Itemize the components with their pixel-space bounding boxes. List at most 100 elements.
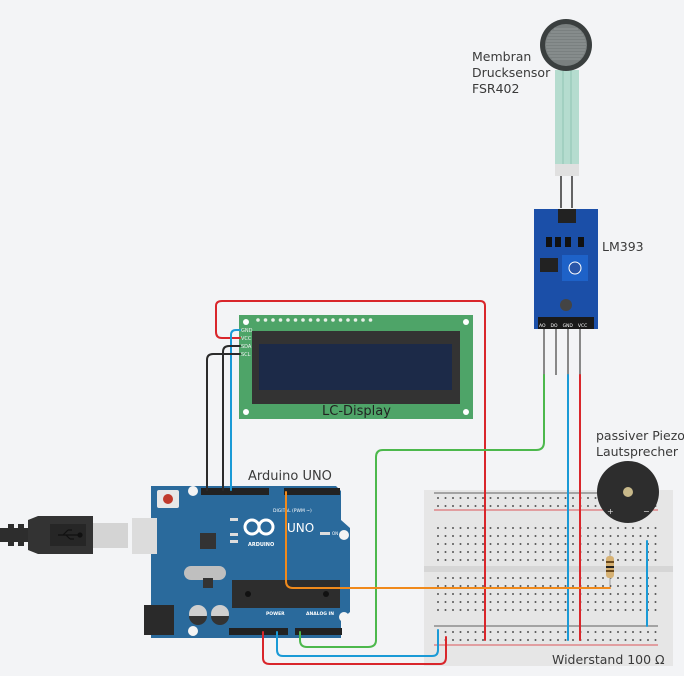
breadboard-hole[interactable]	[452, 497, 454, 499]
breadboard-hole[interactable]	[512, 585, 514, 587]
breadboard-hole[interactable]	[639, 551, 642, 553]
breadboard-hole[interactable]	[467, 609, 469, 611]
breadboard-hole[interactable]	[459, 497, 462, 499]
breadboard-hole[interactable]	[594, 577, 597, 579]
breadboard-hole[interactable]	[632, 551, 634, 553]
breadboard-hole[interactable]	[482, 551, 484, 553]
breadboard-hole[interactable]	[474, 577, 477, 579]
lm393-module[interactable]	[534, 209, 598, 329]
breadboard-hole[interactable]	[542, 527, 544, 529]
breadboard-hole[interactable]	[602, 535, 604, 537]
breadboard-hole[interactable]	[467, 535, 469, 537]
breadboard-hole[interactable]	[587, 593, 589, 595]
breadboard-hole[interactable]	[534, 505, 537, 507]
breadboard-hole[interactable]	[512, 577, 514, 579]
breadboard-hole[interactable]	[482, 593, 484, 595]
breadboard-hole[interactable]	[452, 609, 454, 611]
breadboard-hole[interactable]	[624, 585, 627, 587]
breadboard-hole[interactable]	[519, 601, 522, 603]
breadboard-hole[interactable]	[624, 559, 627, 561]
breadboard-hole[interactable]	[624, 593, 627, 595]
breadboard-hole[interactable]	[512, 551, 514, 553]
breadboard-hole[interactable]	[542, 543, 544, 545]
breadboard-hole[interactable]	[594, 585, 597, 587]
breadboard-hole[interactable]	[617, 593, 619, 595]
breadboard-hole[interactable]	[639, 559, 642, 561]
breadboard-hole[interactable]	[542, 505, 544, 507]
breadboard-hole[interactable]	[519, 585, 522, 587]
breadboard-hole[interactable]	[504, 639, 507, 641]
breadboard-hole[interactable]	[452, 535, 454, 537]
breadboard-hole[interactable]	[572, 559, 574, 561]
breadboard-hole[interactable]	[474, 585, 477, 587]
breadboard-hole[interactable]	[564, 577, 567, 579]
breadboard-hole[interactable]	[609, 535, 612, 537]
breadboard-hole[interactable]	[527, 593, 529, 595]
breadboard-hole[interactable]	[602, 585, 604, 587]
breadboard-hole[interactable]	[444, 551, 447, 553]
breadboard-hole[interactable]	[534, 543, 537, 545]
breadboard-hole[interactable]	[504, 577, 507, 579]
breadboard-hole[interactable]	[489, 609, 492, 611]
breadboard-hole[interactable]	[459, 535, 462, 537]
breadboard-hole[interactable]	[557, 527, 559, 529]
breadboard-hole[interactable]	[624, 527, 627, 529]
breadboard-hole[interactable]	[512, 497, 514, 499]
breadboard-hole[interactable]	[602, 593, 604, 595]
breadboard-hole[interactable]	[482, 585, 484, 587]
breadboard-hole[interactable]	[437, 593, 439, 595]
breadboard-hole[interactable]	[632, 543, 634, 545]
breadboard-hole[interactable]	[632, 593, 634, 595]
breadboard-hole[interactable]	[632, 639, 634, 641]
breadboard-hole[interactable]	[534, 535, 537, 537]
breadboard-hole[interactable]	[617, 601, 619, 603]
breadboard-hole[interactable]	[437, 585, 439, 587]
breadboard-hole[interactable]	[632, 559, 634, 561]
breadboard-hole[interactable]	[437, 577, 439, 579]
breadboard-hole[interactable]	[564, 527, 567, 529]
breadboard-hole[interactable]	[557, 593, 559, 595]
breadboard-hole[interactable]	[527, 505, 529, 507]
breadboard-hole[interactable]	[564, 497, 567, 499]
breadboard-hole[interactable]	[549, 543, 552, 545]
breadboard-hole[interactable]	[572, 601, 574, 603]
breadboard-hole[interactable]	[534, 639, 537, 641]
breadboard-hole[interactable]	[504, 505, 507, 507]
breadboard-hole[interactable]	[519, 505, 522, 507]
breadboard-hole[interactable]	[572, 535, 574, 537]
breadboard-hole[interactable]	[504, 601, 507, 603]
breadboard-hole[interactable]	[452, 505, 454, 507]
breadboard-hole[interactable]	[489, 505, 492, 507]
breadboard-hole[interactable]	[617, 551, 619, 553]
breadboard-hole[interactable]	[519, 639, 522, 641]
breadboard-hole[interactable]	[587, 585, 589, 587]
breadboard-hole[interactable]	[654, 527, 657, 529]
breadboard-hole[interactable]	[474, 609, 477, 611]
breadboard-hole[interactable]	[527, 577, 529, 579]
breadboard-hole[interactable]	[512, 631, 514, 633]
breadboard-hole[interactable]	[564, 585, 567, 587]
breadboard-hole[interactable]	[602, 551, 604, 553]
breadboard-hole[interactable]	[654, 609, 657, 611]
breadboard-hole[interactable]	[444, 559, 447, 561]
breadboard-hole[interactable]	[587, 535, 589, 537]
breadboard-hole[interactable]	[549, 577, 552, 579]
breadboard-hole[interactable]	[549, 505, 552, 507]
breadboard-hole[interactable]	[459, 601, 462, 603]
breadboard-hole[interactable]	[504, 585, 507, 587]
breadboard-hole[interactable]	[497, 593, 499, 595]
breadboard-hole[interactable]	[519, 577, 522, 579]
breadboard-hole[interactable]	[534, 585, 537, 587]
breadboard-hole[interactable]	[512, 593, 514, 595]
breadboard-hole[interactable]	[519, 543, 522, 545]
breadboard-hole[interactable]	[617, 527, 619, 529]
breadboard-hole[interactable]	[467, 631, 469, 633]
digital-header-left[interactable]	[201, 488, 269, 495]
breadboard-hole[interactable]	[594, 543, 597, 545]
breadboard-hole[interactable]	[534, 527, 537, 529]
breadboard-hole[interactable]	[452, 593, 454, 595]
breadboard-hole[interactable]	[557, 535, 559, 537]
breadboard-hole[interactable]	[647, 639, 649, 641]
breadboard-hole[interactable]	[594, 609, 597, 611]
breadboard-hole[interactable]	[459, 559, 462, 561]
